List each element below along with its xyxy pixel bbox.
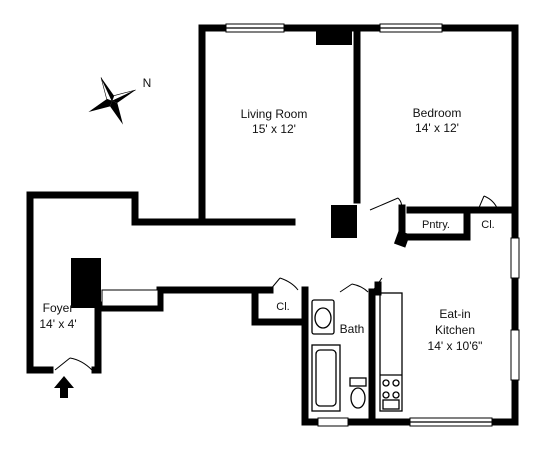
room-size: 14' x 10'6" bbox=[428, 339, 483, 353]
room-name: Cl. bbox=[276, 301, 289, 313]
room-name: Living Room bbox=[241, 107, 308, 121]
compass-label: N bbox=[143, 76, 152, 90]
room-size: 15' x 12' bbox=[252, 122, 296, 136]
kitchen-fixtures bbox=[379, 292, 403, 412]
room-name: Eat-in bbox=[439, 307, 470, 321]
entry-arrow-icon bbox=[54, 376, 74, 398]
room-closet-kitchen: Cl. bbox=[481, 219, 494, 231]
room-size: 14' x 12' bbox=[415, 121, 459, 135]
room-bedroom: Bedroom 14' x 12' bbox=[413, 106, 462, 135]
bath-fixtures bbox=[311, 299, 367, 412]
room-living-room: Living Room 15' x 12' bbox=[241, 107, 308, 136]
compass-icon bbox=[88, 77, 136, 125]
room-pantry: Pntry. bbox=[422, 219, 450, 231]
room-size: 14' x 4' bbox=[39, 317, 76, 331]
room-name: Bedroom bbox=[413, 106, 462, 120]
room-name: Pntry. bbox=[422, 219, 450, 231]
room-name: Foyer bbox=[43, 301, 74, 315]
room-name: Cl. bbox=[481, 219, 494, 231]
room-closet-hall: Cl. bbox=[276, 301, 289, 313]
doors bbox=[54, 195, 499, 371]
room-eat-in-kitchen: Eat-in Kitchen 14' x 10'6" bbox=[428, 307, 483, 353]
room-name-line2: Kitchen bbox=[435, 323, 475, 337]
room-bath: Bath bbox=[340, 322, 365, 336]
room-foyer: Foyer 14' x 4' bbox=[39, 301, 76, 331]
wall-columns bbox=[71, 27, 411, 308]
room-name: Bath bbox=[340, 322, 365, 336]
windows bbox=[101, 23, 520, 427]
